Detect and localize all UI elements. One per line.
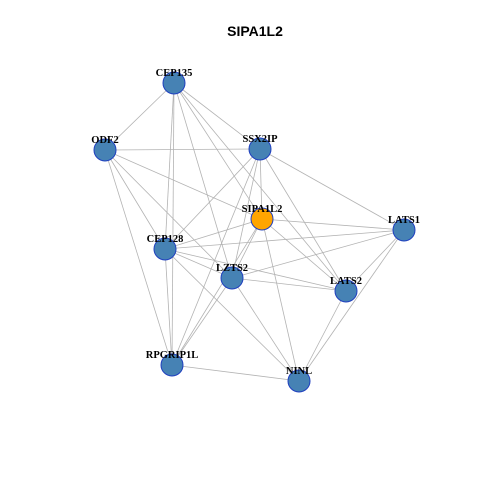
edge-cep128-rpgrip1l — [164, 248, 173, 366]
edge-cep135-lzts2 — [173, 82, 233, 279]
node-circle-lats1 — [392, 218, 416, 242]
node-label-ssx2ip: SSX2IP — [242, 134, 278, 145]
edge-cep135-rpgrip1l — [171, 82, 175, 366]
edge-lats1-lzts2 — [231, 229, 405, 279]
node-circle-rpgrip1l — [160, 353, 184, 377]
node-cep128: CEP128 — [147, 234, 184, 261]
node-circle-cep135 — [162, 71, 186, 95]
edge-cep135-lats2 — [173, 82, 347, 292]
node-circle-lzts2 — [220, 266, 244, 290]
node-circle-sipa1l2 — [250, 207, 274, 231]
node-lats2: LATS2 — [330, 276, 362, 303]
edge-cep135-odf2 — [104, 82, 175, 151]
node-label-cep128: CEP128 — [147, 234, 184, 245]
edge-lzts2-lats2 — [231, 277, 347, 292]
edge-cep135-sipa1l2 — [173, 82, 263, 220]
edge-odf2-lzts2 — [104, 149, 233, 279]
edge-sipa1l2-cep128 — [164, 218, 263, 250]
node-label-ninl: NINL — [286, 366, 312, 377]
node-lats1: LATS1 — [388, 215, 420, 242]
node-label-lats2: LATS2 — [330, 276, 362, 287]
edge-lats2-ninl — [298, 290, 347, 382]
node-circle-cep128 — [153, 237, 177, 261]
node-circle-ninl — [287, 369, 311, 393]
graph-title: SIPA1L2 — [227, 23, 283, 39]
node-label-lzts2: LZTS2 — [216, 263, 248, 274]
node-sipa1l2: SIPA1L2 — [242, 204, 283, 231]
edge-odf2-cep128 — [104, 149, 166, 250]
node-label-cep135: CEP135 — [156, 68, 193, 79]
edge-lats1-lats2 — [345, 229, 405, 292]
edge-ssx2ip-lats1 — [259, 148, 405, 231]
node-ssx2ip: SSX2IP — [242, 134, 278, 161]
node-label-sipa1l2: SIPA1L2 — [242, 204, 283, 215]
node-cep135: CEP135 — [156, 68, 193, 95]
edge-cep135-cep128 — [164, 82, 175, 250]
edge-ssx2ip-rpgrip1l — [171, 148, 261, 366]
node-circle-odf2 — [93, 138, 117, 162]
edge-sipa1l2-lats1 — [261, 218, 405, 231]
edge-ssx2ip-lzts2 — [231, 148, 261, 279]
node-label-lats1: LATS1 — [388, 215, 420, 226]
node-rpgrip1l: RPGRIP1L — [146, 350, 199, 377]
edge-layer — [104, 82, 405, 382]
edge-ssx2ip-lats2 — [259, 148, 347, 292]
edge-odf2-ssx2ip — [104, 148, 261, 151]
node-odf2: ODF2 — [91, 135, 119, 162]
edge-lats1-ninl — [298, 229, 405, 382]
edge-odf2-rpgrip1l — [104, 149, 173, 366]
edge-lats1-cep128 — [164, 229, 405, 250]
edge-sipa1l2-ninl — [261, 218, 300, 382]
edge-lzts2-rpgrip1l — [171, 277, 233, 366]
node-lzts2: LZTS2 — [216, 263, 248, 290]
edge-ssx2ip-cep128 — [164, 148, 261, 250]
edge-cep128-ninl — [164, 248, 300, 382]
edge-rpgrip1l-ninl — [171, 364, 300, 382]
edge-cep128-lzts2 — [164, 248, 233, 279]
edge-sipa1l2-rpgrip1l — [171, 218, 263, 366]
edge-lzts2-ninl — [231, 277, 300, 382]
edge-sipa1l2-lats2 — [261, 218, 347, 292]
node-label-rpgrip1l: RPGRIP1L — [146, 350, 199, 361]
node-circle-ssx2ip — [248, 137, 272, 161]
edge-cep128-lats2 — [164, 248, 347, 292]
node-label-odf2: ODF2 — [91, 135, 118, 146]
node-circle-lats2 — [334, 279, 358, 303]
edge-ssx2ip-sipa1l2 — [259, 148, 263, 220]
edge-cep135-ssx2ip — [173, 82, 261, 150]
node-ninl: NINL — [286, 366, 312, 393]
